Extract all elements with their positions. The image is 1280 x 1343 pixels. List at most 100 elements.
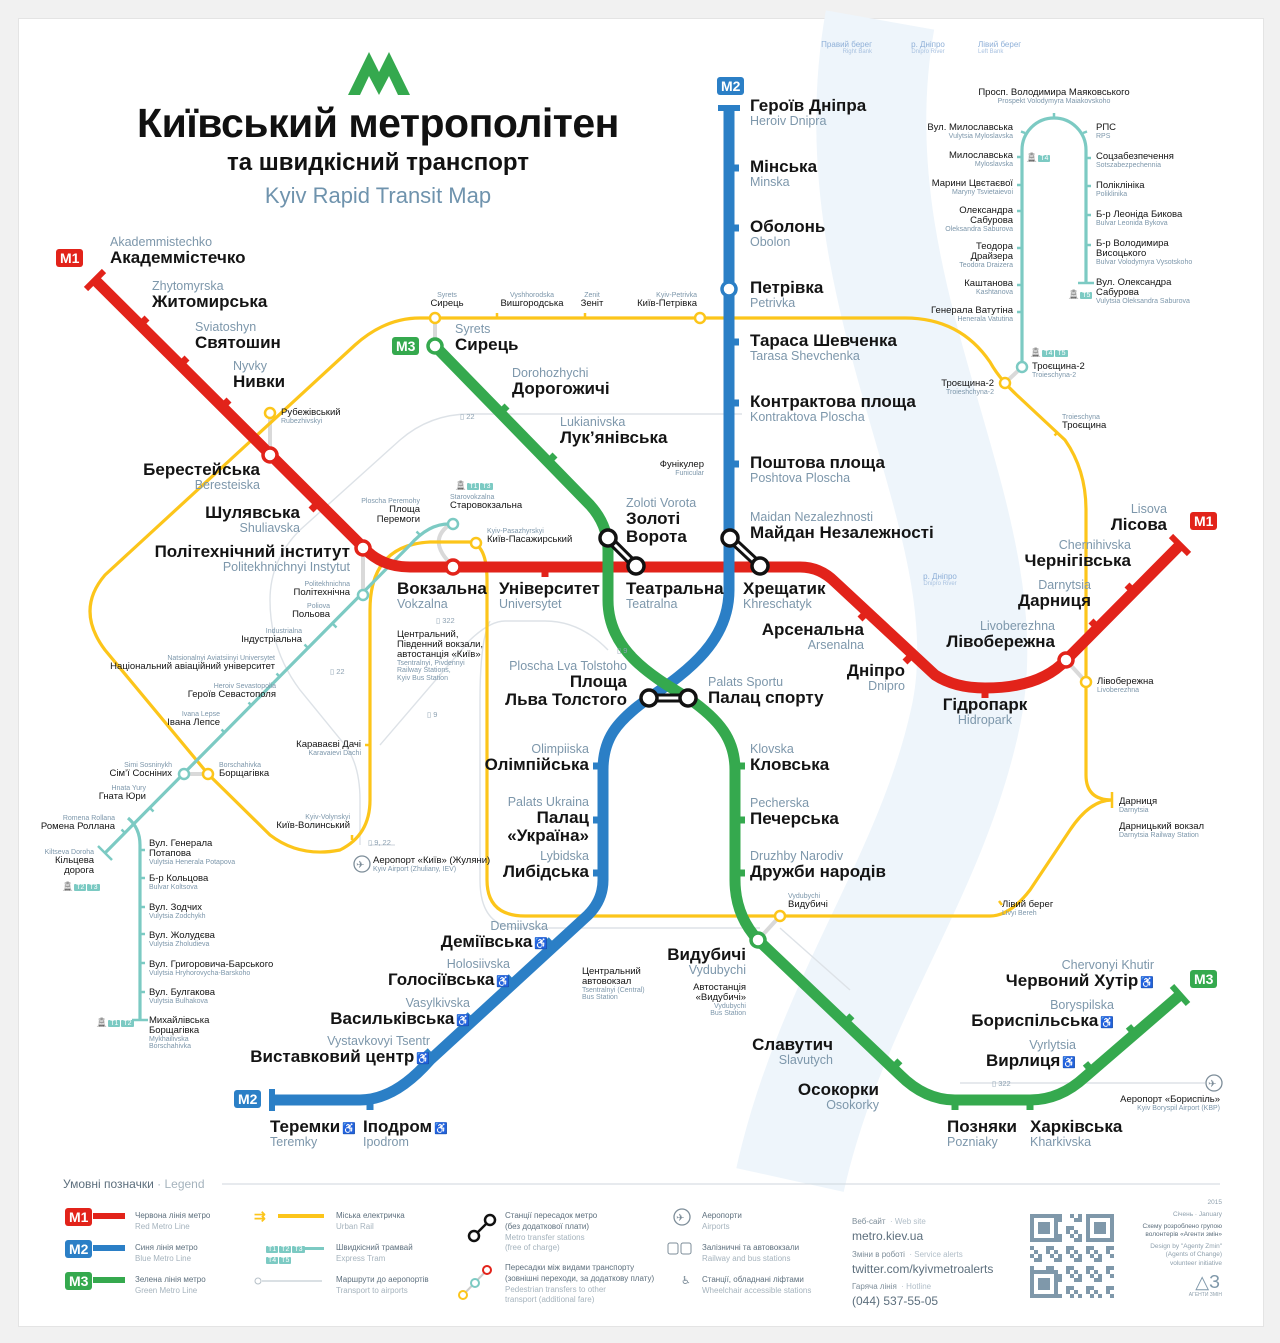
airport-zhuliany-label[interactable]: Аеропорт «Київ» (Жуляни)Kyiv Airport (Zh… xyxy=(373,856,490,873)
station-blue-17[interactable]: Теремки♿Teremky xyxy=(270,1118,356,1149)
website-link[interactable]: metro.kiev.ua xyxy=(852,1229,924,1243)
station-blue-16[interactable]: Іподром♿Ipodrom xyxy=(363,1118,448,1149)
railway-station-info[interactable]: Центральний, Південний вокзали, автостан… xyxy=(397,630,483,682)
airport-boryspil-label[interactable]: Аеропорт «Бориспіль»Kyiv Boryspil Airpor… xyxy=(1120,1095,1220,1112)
vydubychi-bus-station-label[interactable]: Автостанція «Видубичі»Vydubychi Bus Stat… xyxy=(693,983,746,1018)
